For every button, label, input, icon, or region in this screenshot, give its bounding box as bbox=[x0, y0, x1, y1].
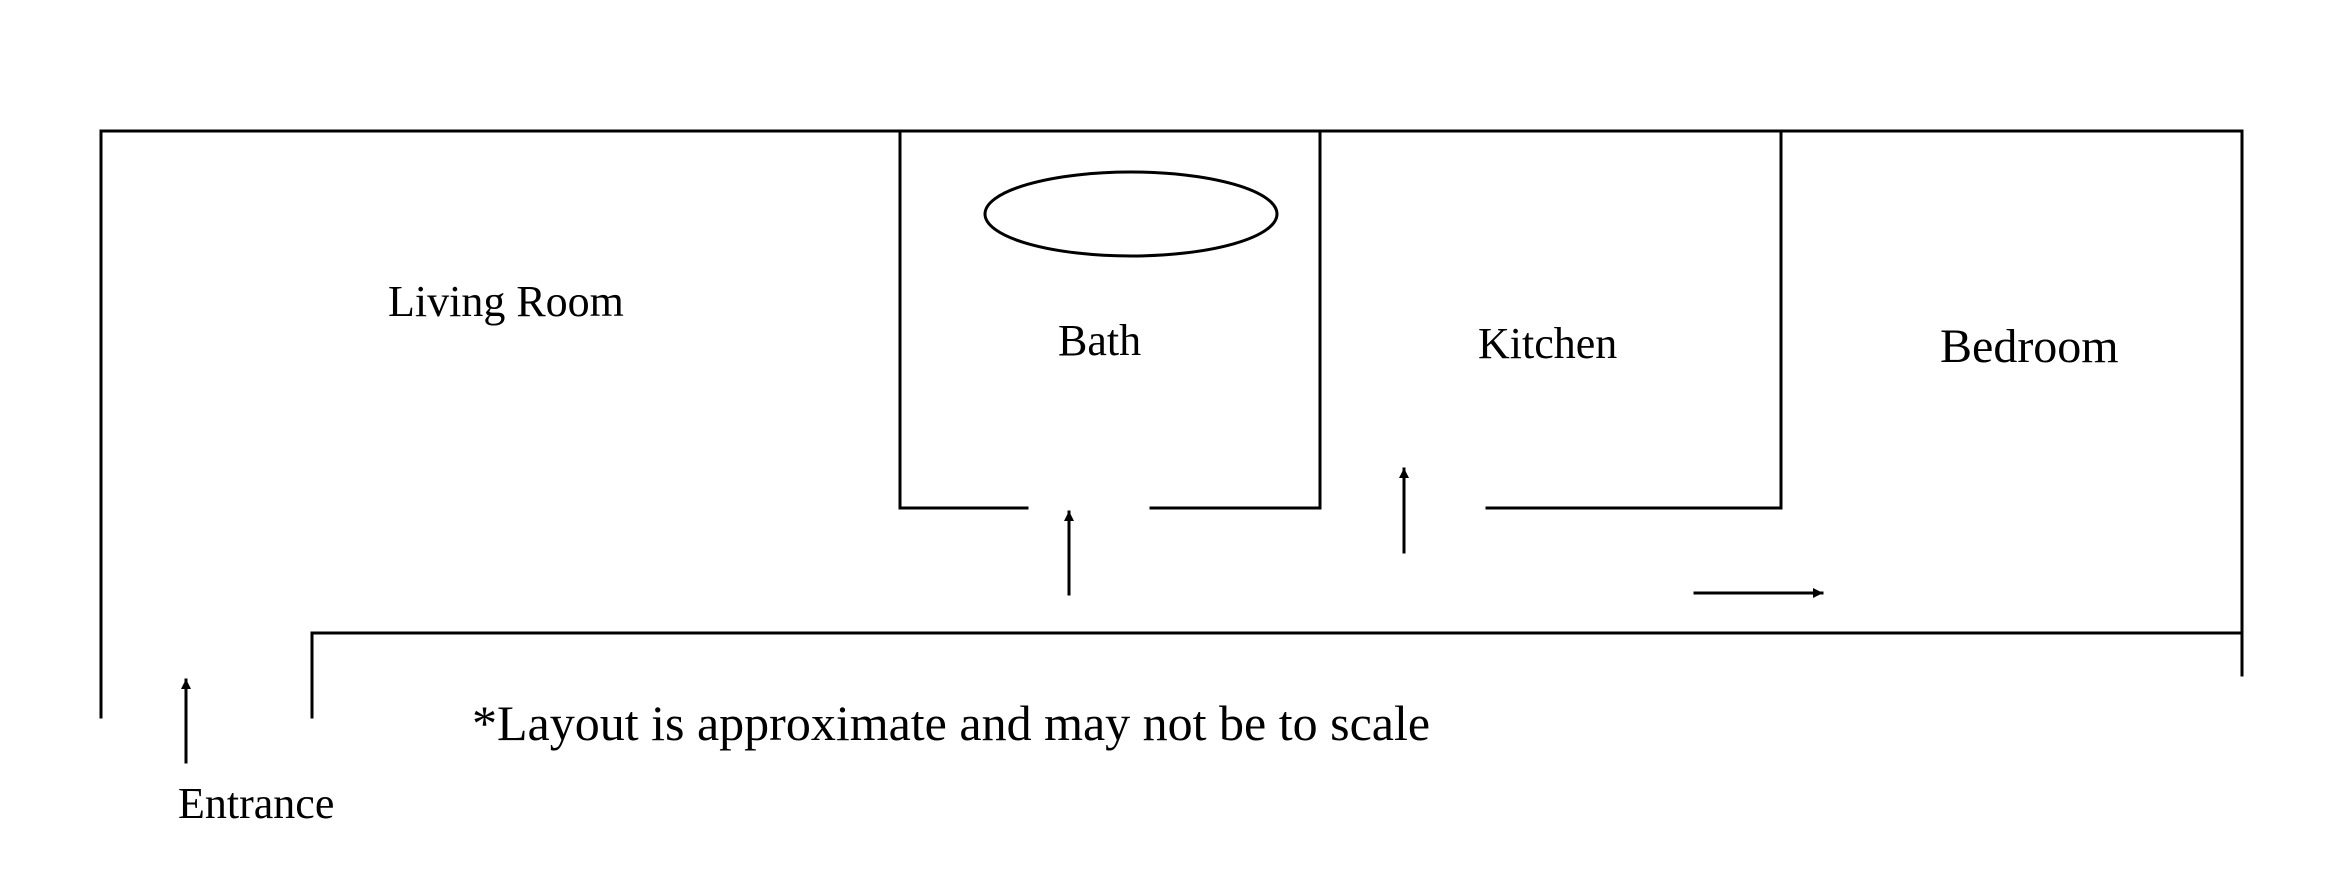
bedroom-label: Bedroom bbox=[1940, 320, 2119, 373]
entrance-label: Entrance bbox=[178, 779, 334, 828]
bath-walls bbox=[898, 129, 1322, 510]
kitchen-walls bbox=[1485, 129, 1783, 510]
living-room-label: Living Room bbox=[388, 277, 624, 326]
outer-walls bbox=[99, 129, 2244, 719]
bathtub-icon bbox=[983, 170, 1279, 258]
kitchen-label: Kitchen bbox=[1478, 319, 1617, 368]
bath-label: Bath bbox=[1058, 316, 1141, 365]
scale-note: *Layout is approximate and may not be to… bbox=[472, 695, 1430, 751]
